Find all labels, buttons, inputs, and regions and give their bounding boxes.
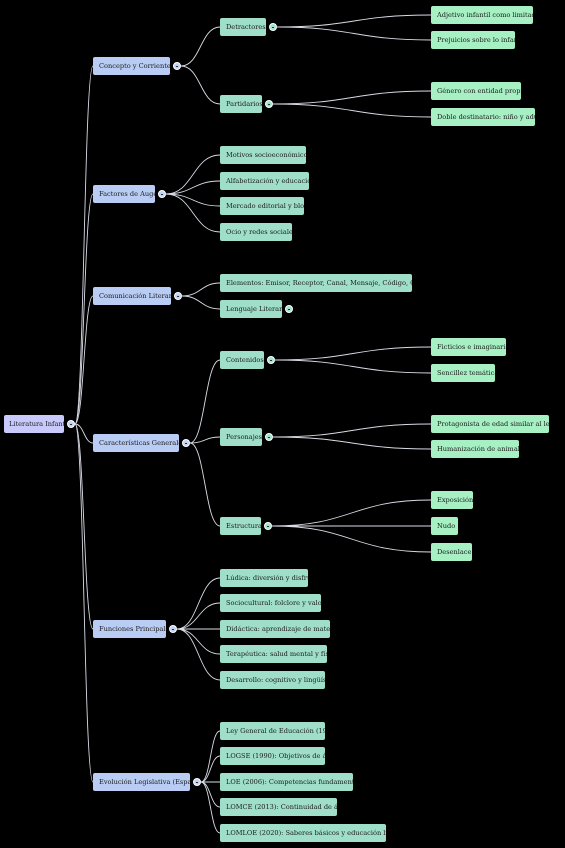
node-estructura[interactable]: Estructura <box>220 517 261 535</box>
collapse-toggle-literatura-infantil[interactable] <box>67 420 75 428</box>
collapse-toggle-personajes[interactable] <box>265 433 273 441</box>
node-contenidos[interactable]: Contenidos <box>220 351 264 369</box>
link-contenidos <box>189 359 221 444</box>
node-lenguaje-literario[interactable]: Lenguaje Literario <box>220 300 282 318</box>
link-prejuicios-sobre-lo-infantil <box>276 26 432 41</box>
link-humanizacion-de-animales <box>272 436 432 450</box>
collapse-toggle-partidarios[interactable] <box>265 100 273 108</box>
node-protagonista-de-edad-similar-al-lector[interactable]: Protagonista de edad similar al lector <box>431 415 549 433</box>
node-partidarios[interactable]: Partidarios <box>220 95 262 113</box>
link-desenlace <box>271 525 432 553</box>
link-ficticios-e-imaginarios <box>274 346 432 361</box>
link-factores-de-auge <box>74 193 94 425</box>
link-lomce-2013-continuidad-de-areas <box>200 781 221 808</box>
node-personajes[interactable]: Personajes <box>220 428 262 446</box>
node-comunicacion-literaria[interactable]: Comunicación Literaria <box>93 287 171 305</box>
collapse-toggle-funciones-principales[interactable] <box>169 625 177 633</box>
node-factores-de-auge[interactable]: Factores de Auge <box>93 185 155 203</box>
node-didactica-aprendizaje-de-materias[interactable]: Didáctica: aprendizaje de materias <box>220 620 330 638</box>
node-desarrollo-cognitivo-y-linguistico[interactable]: Desarrollo: cognitivo y lingüístico <box>220 671 325 689</box>
node-alfabetizacion-y-educacion[interactable]: Alfabetización y educación <box>220 172 309 190</box>
collapse-toggle-contenidos[interactable] <box>267 356 275 364</box>
collapse-toggle-estructura[interactable] <box>264 522 272 530</box>
node-ludica-diversion-y-disfrute[interactable]: Lúdica: diversión y disfrute <box>220 569 308 587</box>
link-comunicacion-literaria <box>74 295 94 425</box>
node-caracteristicas-generales[interactable]: Características Generales <box>93 434 179 452</box>
node-mercado-editorial-y-blogs[interactable]: Mercado editorial y blogs <box>220 197 304 215</box>
node-desenlace[interactable]: Desenlace <box>431 543 472 561</box>
node-ocio-y-redes-sociales[interactable]: Ocio y redes sociales <box>220 223 292 241</box>
link-partidarios <box>180 65 221 105</box>
node-loe-2006-competencias-fundamentales[interactable]: LOE (2006): Competencias fundamentales <box>220 773 353 791</box>
link-protagonista-de-edad-similar-al-lector <box>272 423 432 438</box>
collapse-toggle-detractores[interactable] <box>269 23 277 31</box>
node-lomloe-2020-saberes-basicos-y-educacion-literaria[interactable]: LOMLOE (2020): Saberes básicos y educaci… <box>220 824 386 842</box>
node-lomce-2013-continuidad-de-areas[interactable]: LOMCE (2013): Continuidad de áreas <box>220 798 337 816</box>
link-detractores <box>180 26 221 67</box>
link-alfabetizacion-y-educacion <box>165 180 221 195</box>
node-detractores[interactable]: Detractores <box>220 18 266 36</box>
link-sencillez-tematica <box>274 359 432 374</box>
link-evolucion-legislativa-espana <box>74 423 94 783</box>
link-lenguaje-literario <box>181 295 221 310</box>
link-ludica-diversion-y-disfrute <box>176 577 221 630</box>
link-exposicion <box>271 499 432 527</box>
node-motivos-socioeconomicos[interactable]: Motivos socioeconómicos <box>220 146 306 164</box>
collapse-toggle-caracteristicas-generales[interactable] <box>182 439 190 447</box>
link-logse-1990-objetivos-de-area <box>200 755 221 783</box>
link-elementos-emisor-receptor-canal-mensaje-codigo-contexto <box>181 282 221 297</box>
link-ocio-y-redes-sociales <box>165 193 221 233</box>
node-funciones-principales[interactable]: Funciones Principales <box>93 620 166 638</box>
node-evolucion-legislativa-espana[interactable]: Evolución Legislativa (España) <box>93 773 190 791</box>
node-elementos-emisor-receptor-canal-mensaje-codigo-contexto[interactable]: Elementos: Emisor, Receptor, Canal, Mens… <box>220 274 412 292</box>
node-logse-1990-objetivos-de-area[interactable]: LOGSE (1990): Objetivos de área <box>220 747 325 765</box>
node-adjetivo-infantil-como-limitador[interactable]: Adjetivo infantil como limitador <box>431 6 533 24</box>
node-humanizacion-de-animales[interactable]: Humanización de animales <box>431 440 519 458</box>
node-prejuicios-sobre-lo-infantil[interactable]: Prejuicios sobre lo infantil <box>431 31 515 49</box>
link-sociocultural-folclore-y-valores <box>176 602 221 630</box>
collapse-toggle-evolucion-legislativa-espana[interactable] <box>193 778 201 786</box>
link-concepto-y-corrientes <box>74 65 94 425</box>
link-desarrollo-cognitivo-y-linguistico <box>176 628 221 681</box>
node-ley-general-de-educacion-1970[interactable]: Ley General de Educación (1970) <box>220 722 325 740</box>
node-exposicion[interactable]: Exposición <box>431 491 473 509</box>
link-genero-con-entidad-propia <box>272 90 432 105</box>
node-doble-destinatario-nino-y-adulto[interactable]: Doble destinatario: niño y adulto <box>431 108 535 126</box>
node-nudo[interactable]: Nudo <box>431 517 458 535</box>
link-motivos-socioeconomicos <box>165 154 221 195</box>
link-terapeutica-salud-mental-y-fisica <box>176 628 221 655</box>
node-sociocultural-folclore-y-valores[interactable]: Sociocultural: folclore y valores <box>220 594 321 612</box>
collapse-toggle-comunicacion-literaria[interactable] <box>174 292 182 300</box>
collapse-toggle-factores-de-auge[interactable] <box>158 190 166 198</box>
link-ley-general-de-educacion-1970 <box>200 730 221 783</box>
link-lomloe-2020-saberes-basicos-y-educacion-literaria <box>200 781 221 834</box>
link-adjetivo-infantil-como-limitador <box>276 14 432 28</box>
node-concepto-y-corrientes[interactable]: Concepto y Corrientes <box>93 57 170 75</box>
link-caracteristicas-generales <box>74 423 94 444</box>
link-doble-destinatario-nino-y-adulto <box>272 103 432 118</box>
node-terapeutica-salud-mental-y-fisica[interactable]: Terapéutica: salud mental y física <box>220 645 327 663</box>
node-genero-con-entidad-propia[interactable]: Género con entidad propia <box>431 82 521 100</box>
link-estructura <box>189 442 221 527</box>
link-funciones-principales <box>74 423 94 630</box>
link-mercado-editorial-y-blogs <box>165 193 221 207</box>
expand-toggle-lenguaje-literario[interactable] <box>285 305 293 313</box>
collapse-toggle-concepto-y-corrientes[interactable] <box>173 62 181 70</box>
node-sencillez-tematica[interactable]: Sencillez temática <box>431 364 495 382</box>
root-node[interactable]: Literatura Infantil <box>4 415 64 433</box>
link-personajes <box>189 436 221 444</box>
node-ficticios-e-imaginarios[interactable]: Ficticios e imaginarios <box>431 338 506 356</box>
